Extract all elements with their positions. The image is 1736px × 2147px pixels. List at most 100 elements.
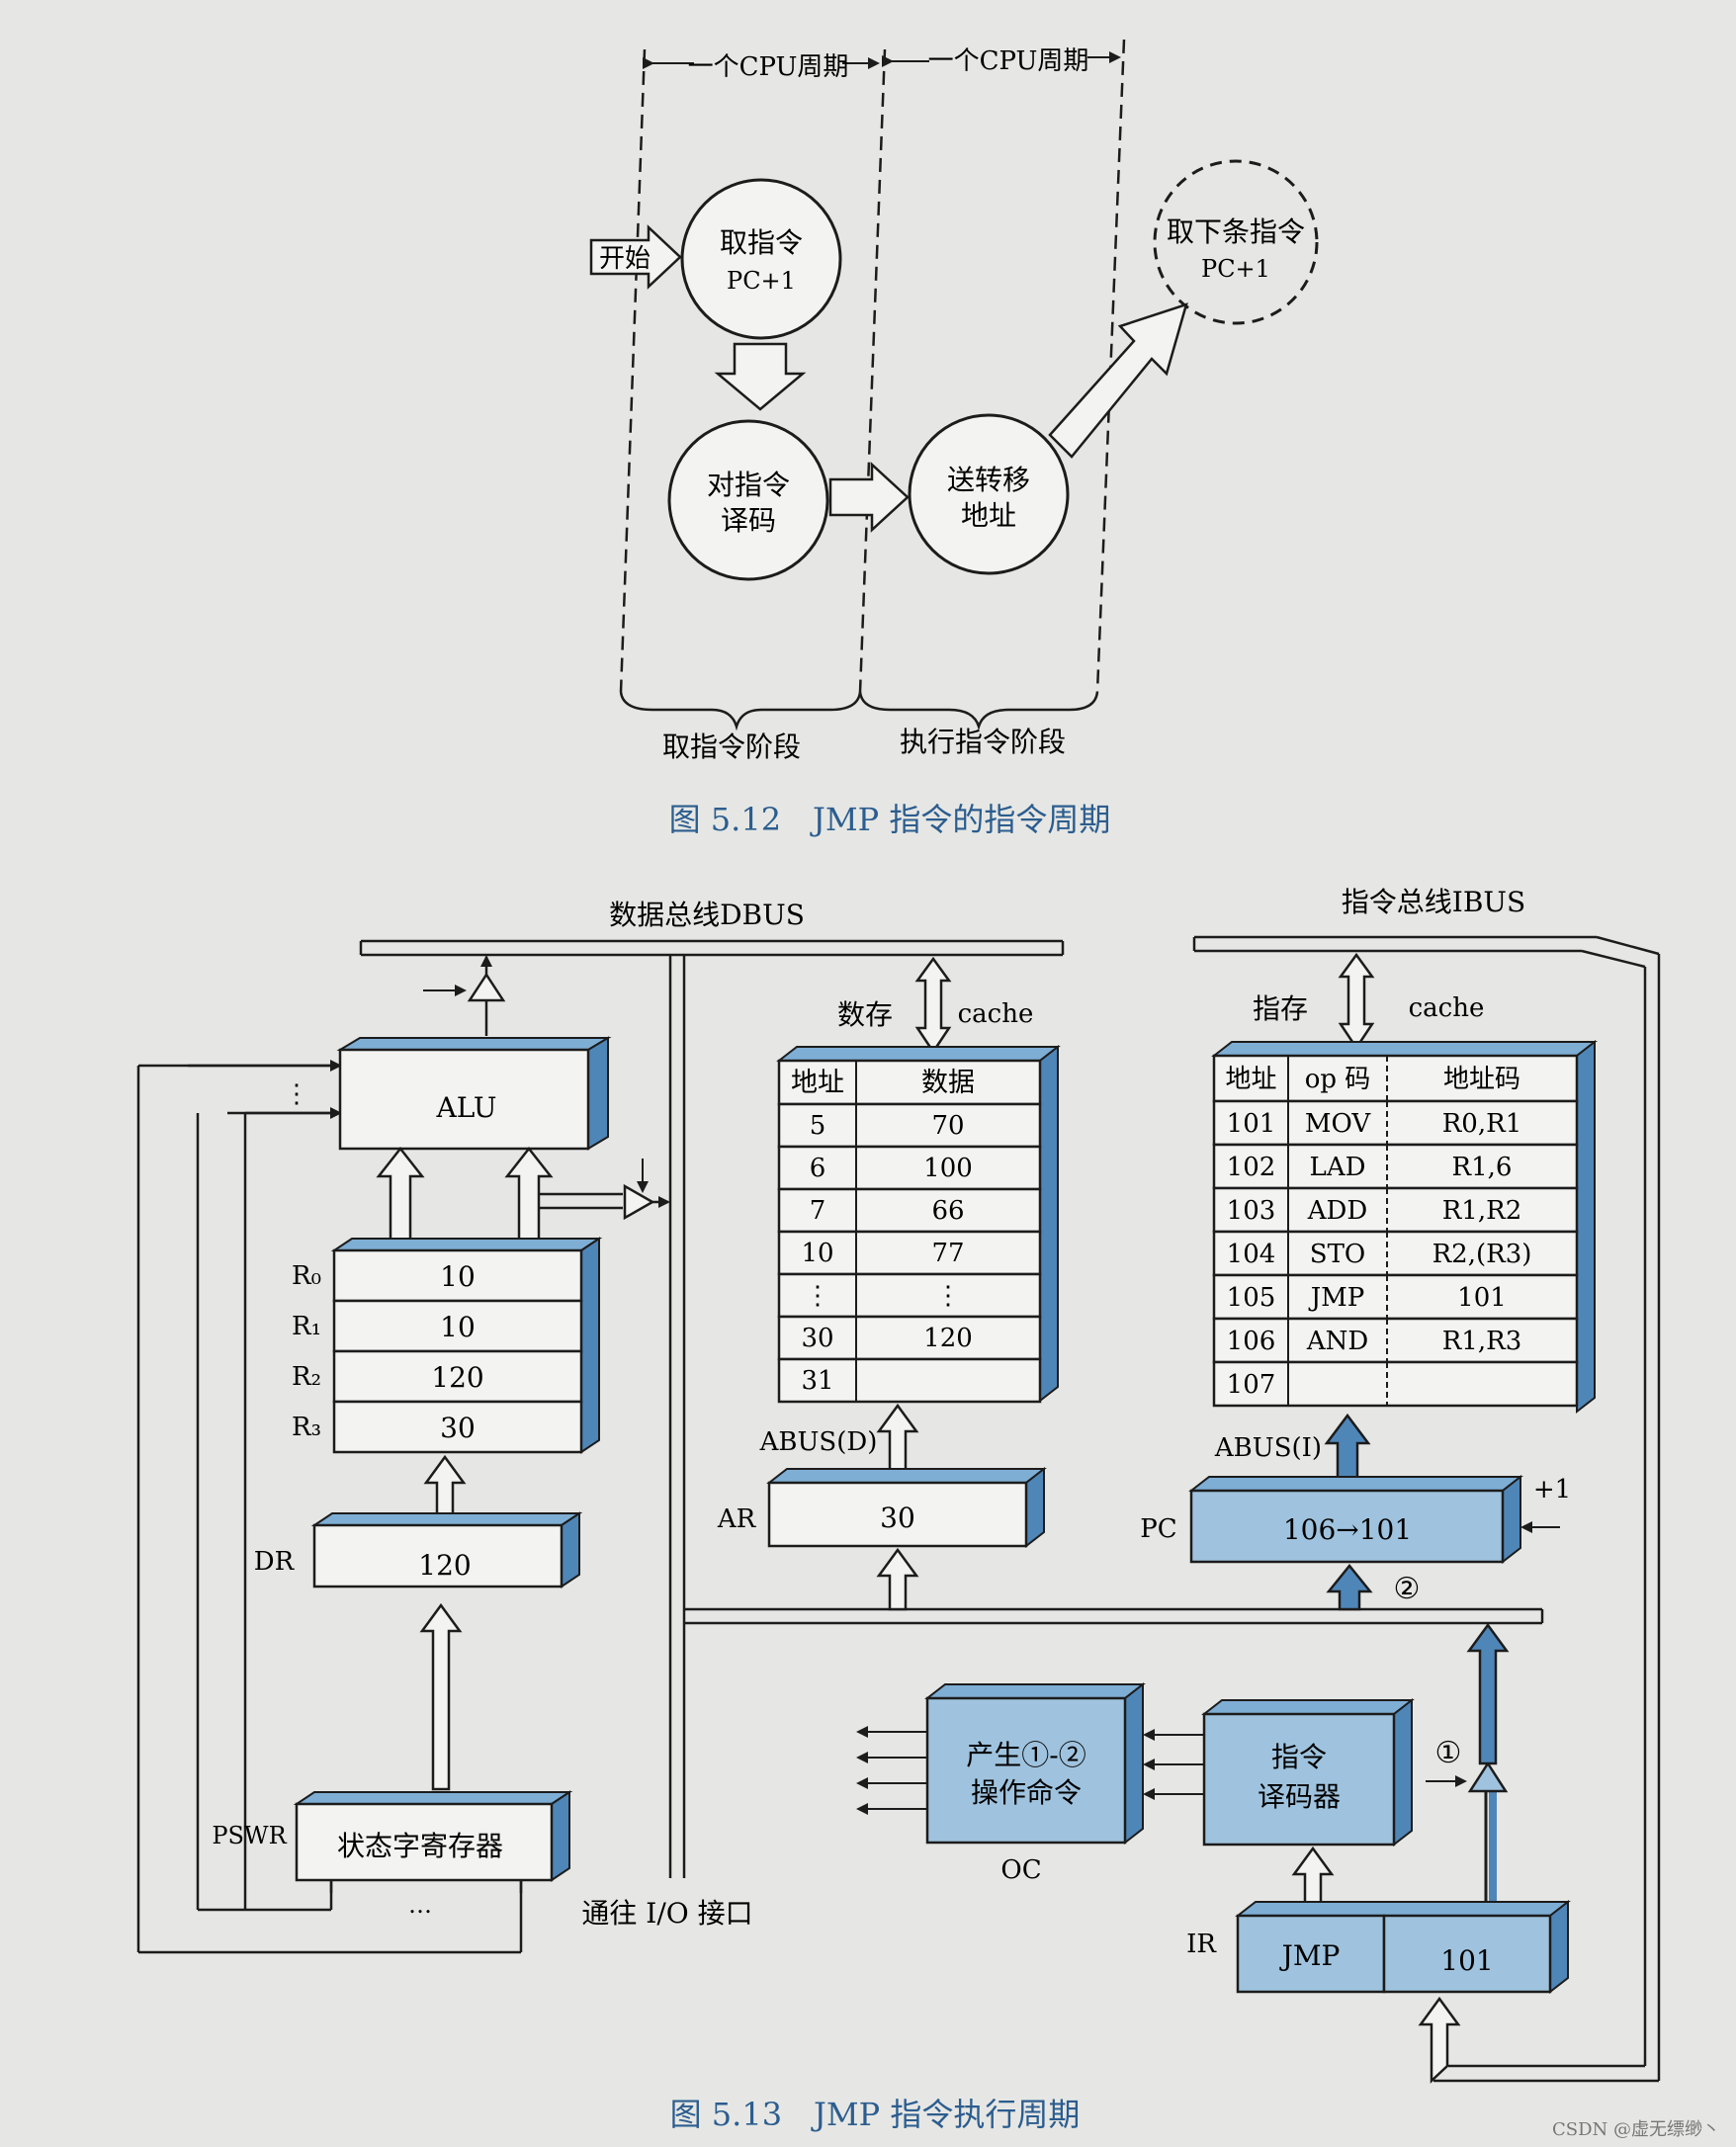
- ibus-label: 指令总线IBUS: [1342, 886, 1525, 918]
- instruction-bus: [1192, 935, 1661, 2083]
- step-2-marker: ②: [1394, 1572, 1421, 1606]
- watermark: CSDN @虚无缥缈丶: [1552, 2119, 1720, 2140]
- start-label: 开始: [599, 244, 651, 274]
- exec-phase-label: 执行指令阶段: [900, 726, 1066, 758]
- dr-value: 120: [418, 1549, 471, 1582]
- instr-mem-address: 105: [1227, 1283, 1276, 1313]
- instr-mem-header: 地址: [1225, 1065, 1276, 1094]
- instr-mem-row: [1212, 1143, 1579, 1190]
- reg-bus-branch: [539, 1192, 623, 1210]
- start-arrow: [589, 224, 682, 290]
- data-mem-label: 数存: [837, 998, 893, 1031]
- ir-to-decoder-arrow: [1291, 1846, 1335, 1910]
- instr-mem-opcode: MOV: [1305, 1109, 1371, 1139]
- oc-line1: 产生①-②: [966, 1739, 1085, 1771]
- instr-mem-operand: 101: [1457, 1283, 1507, 1313]
- register-value: 120: [431, 1361, 483, 1394]
- alu-label: ALU: [436, 1091, 497, 1124]
- oc-command-outputs: [856, 1726, 927, 1815]
- data-mem-data: 77: [931, 1239, 964, 1268]
- ar-register: [766, 1466, 1047, 1549]
- next-line2: PC+1: [1201, 255, 1270, 283]
- instr-mem-address: 106: [1227, 1327, 1276, 1356]
- fetch-line2: PC+1: [727, 267, 796, 295]
- instr-mem-row: [1212, 1186, 1579, 1234]
- send-to-next-arrow: [1048, 302, 1188, 459]
- fetch-phase-label: 取指令阶段: [662, 730, 801, 763]
- instr-mem-address: 107: [1227, 1370, 1276, 1400]
- data-mem-address: 10: [801, 1239, 833, 1268]
- data-mem-row: [777, 1187, 1042, 1234]
- send-line1: 送转移: [947, 464, 1030, 496]
- decode-to-send-arrow: [828, 462, 910, 533]
- figure-5-13-caption: 图 5.13 JMP 指令执行周期: [670, 2096, 1081, 2133]
- data-mem-address: 30: [801, 1324, 833, 1353]
- figure-5-12: 一个CPU周期 一个CPU周期 开始 取指令 PC+1 对指令 译码 送转移 地…: [589, 39, 1319, 838]
- reg-to-alu-arrow-left: [376, 1146, 425, 1252]
- data-mem-bus-arrow: [914, 956, 952, 1055]
- dr-label: DR: [254, 1547, 296, 1577]
- oc-label: OC: [1000, 1855, 1041, 1885]
- pswr-value: 状态字寄存器: [337, 1830, 503, 1862]
- instr-mem-row: [1212, 1360, 1579, 1408]
- abus-d-label: ABUS(D): [759, 1427, 878, 1457]
- fetch-line1: 取指令: [720, 226, 803, 259]
- data-mem-data: 70: [931, 1111, 964, 1141]
- data-mem-data: ⋮: [935, 1281, 961, 1311]
- bus-to-ar-arrow: [876, 1547, 919, 1611]
- data-mem-address: 5: [810, 1111, 826, 1141]
- instr-mem-opcode: STO: [1310, 1240, 1365, 1269]
- instr-mem-address: 104: [1227, 1240, 1276, 1269]
- step-1-marker: ①: [1435, 1736, 1462, 1770]
- next-line1: 取下条指令: [1167, 215, 1305, 248]
- ibus-to-ir-arrow: [1418, 1996, 1461, 2084]
- ar-label: AR: [717, 1504, 757, 1534]
- dr-register: [310, 1511, 583, 1589]
- cycle-dividers: [619, 39, 1126, 693]
- data-mem-row: [777, 1102, 1042, 1149]
- fetch-to-decode-arrow: [714, 342, 807, 411]
- ir-tristate-gate: [1467, 1761, 1509, 1793]
- data-bus: [359, 939, 1544, 1878]
- pc-to-imem-arrow: [1324, 1413, 1371, 1481]
- fetch-circle: [680, 178, 842, 340]
- register-name: R₂: [292, 1362, 321, 1392]
- pc-register: [1188, 1474, 1523, 1565]
- pswr-label: PSWR: [212, 1822, 287, 1849]
- phase-brackets: [619, 691, 1099, 731]
- pswr-register: [293, 1790, 573, 1882]
- data-mem-address: ⋮: [805, 1281, 830, 1311]
- decode-line2: 译码: [721, 504, 776, 537]
- instr-mem-opcode: JMP: [1308, 1283, 1365, 1313]
- instr-mem-address: 102: [1227, 1153, 1276, 1182]
- data-mem-address: 31: [801, 1366, 833, 1396]
- oc-box: [924, 1681, 1146, 1846]
- register-row: [332, 1349, 583, 1404]
- ir-register: [1235, 1899, 1571, 1995]
- register-value: 10: [440, 1260, 476, 1293]
- instr-mem-header: op 码: [1305, 1065, 1371, 1094]
- register-value: 10: [440, 1311, 476, 1343]
- reg-tristate-gate: [623, 1183, 655, 1221]
- data-cache-label: cache: [958, 999, 1034, 1029]
- register-row: [332, 1248, 583, 1303]
- instr-mem-header-row: [1212, 1054, 1579, 1103]
- data-mem-header: 地址: [791, 1068, 844, 1098]
- data-mem-data: 120: [923, 1324, 973, 1353]
- instr-mem-opcode: ADD: [1307, 1196, 1367, 1226]
- data-mem-header: 数据: [921, 1068, 975, 1098]
- decode-circle: [667, 419, 829, 581]
- ir-label: IR: [1186, 1930, 1217, 1959]
- instr-mem-row: [1212, 1230, 1579, 1277]
- decoder-box: [1201, 1697, 1415, 1847]
- instr-mem-operand: R0,R1: [1442, 1109, 1522, 1139]
- data-mem-data: 66: [931, 1196, 964, 1226]
- oc-line2: 操作命令: [971, 1776, 1082, 1809]
- ar-to-mem-arrow: [876, 1403, 919, 1473]
- alu-box: [336, 1036, 612, 1151]
- instr-mem-row: [1212, 1317, 1579, 1364]
